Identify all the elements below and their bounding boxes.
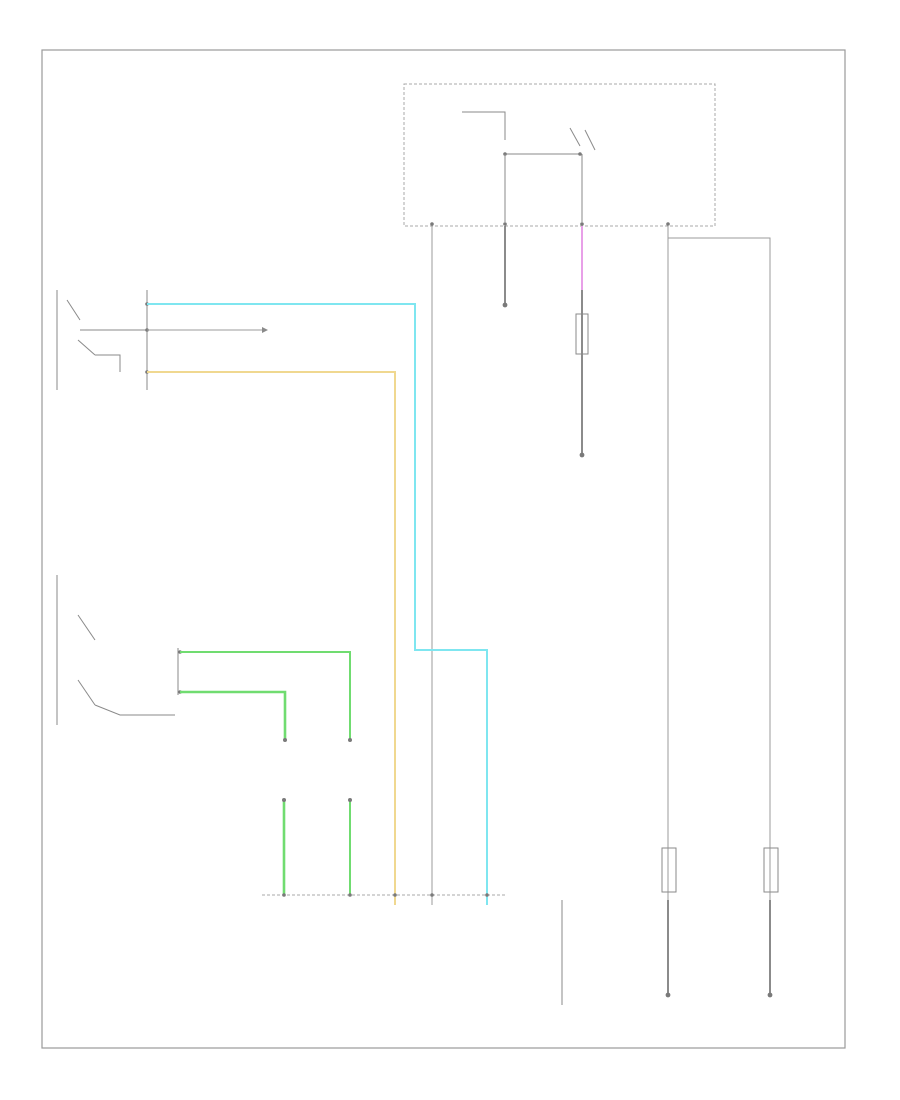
- terminal-4: [666, 222, 670, 226]
- bottom-pin-3: [393, 893, 397, 897]
- left-bottom-switch-a: [77, 614, 96, 641]
- terminal-1: [430, 222, 434, 226]
- left-top-internal-b: [95, 354, 121, 372]
- green-d-start: [348, 798, 352, 802]
- right-component-b: [763, 847, 779, 998]
- wire-green-a: [180, 651, 351, 740]
- bottom-pin-5: [485, 893, 489, 897]
- bottom-module: [262, 893, 563, 1005]
- right-component-a-body: [661, 847, 677, 893]
- terminal-2: [503, 222, 507, 226]
- ground-b-point: [579, 452, 585, 458]
- left-bottom-module: [56, 575, 182, 725]
- top-module: [403, 83, 716, 227]
- wire-tan: [147, 371, 396, 905]
- diagram-frame: [41, 49, 846, 1049]
- top-module-box: [403, 83, 716, 227]
- terminal-3: [580, 222, 584, 226]
- arrow-icon: [262, 327, 268, 333]
- bottom-pin-4: [430, 893, 434, 897]
- right-a-ground: [665, 992, 671, 998]
- right-component-b-body: [763, 847, 779, 893]
- bottom-pin-1: [282, 893, 286, 897]
- ground-a-point: [502, 302, 508, 308]
- green-a-end: [348, 738, 352, 742]
- internal-switch-b: [569, 127, 581, 147]
- left-top-switch-a: [66, 299, 81, 321]
- internal-switch-c: [584, 129, 596, 151]
- bottom-pin-2: [348, 893, 352, 897]
- left-top-module: [56, 290, 149, 390]
- right-b-ground: [767, 992, 773, 998]
- wire-cyan: [147, 303, 488, 905]
- green-c-start: [282, 798, 286, 802]
- internal-switch-a: [462, 111, 506, 140]
- left-bottom-switch-b: [77, 679, 96, 706]
- right-component-a: [661, 847, 677, 998]
- left-top-switch-b: [77, 339, 96, 356]
- internal-node-b: [578, 152, 582, 156]
- sensor-component: [575, 313, 589, 355]
- wire-green-b: [180, 690, 287, 740]
- wire-gray-right-b: [668, 237, 771, 995]
- left-bottom-internal: [94, 704, 175, 716]
- green-b-end: [283, 738, 287, 742]
